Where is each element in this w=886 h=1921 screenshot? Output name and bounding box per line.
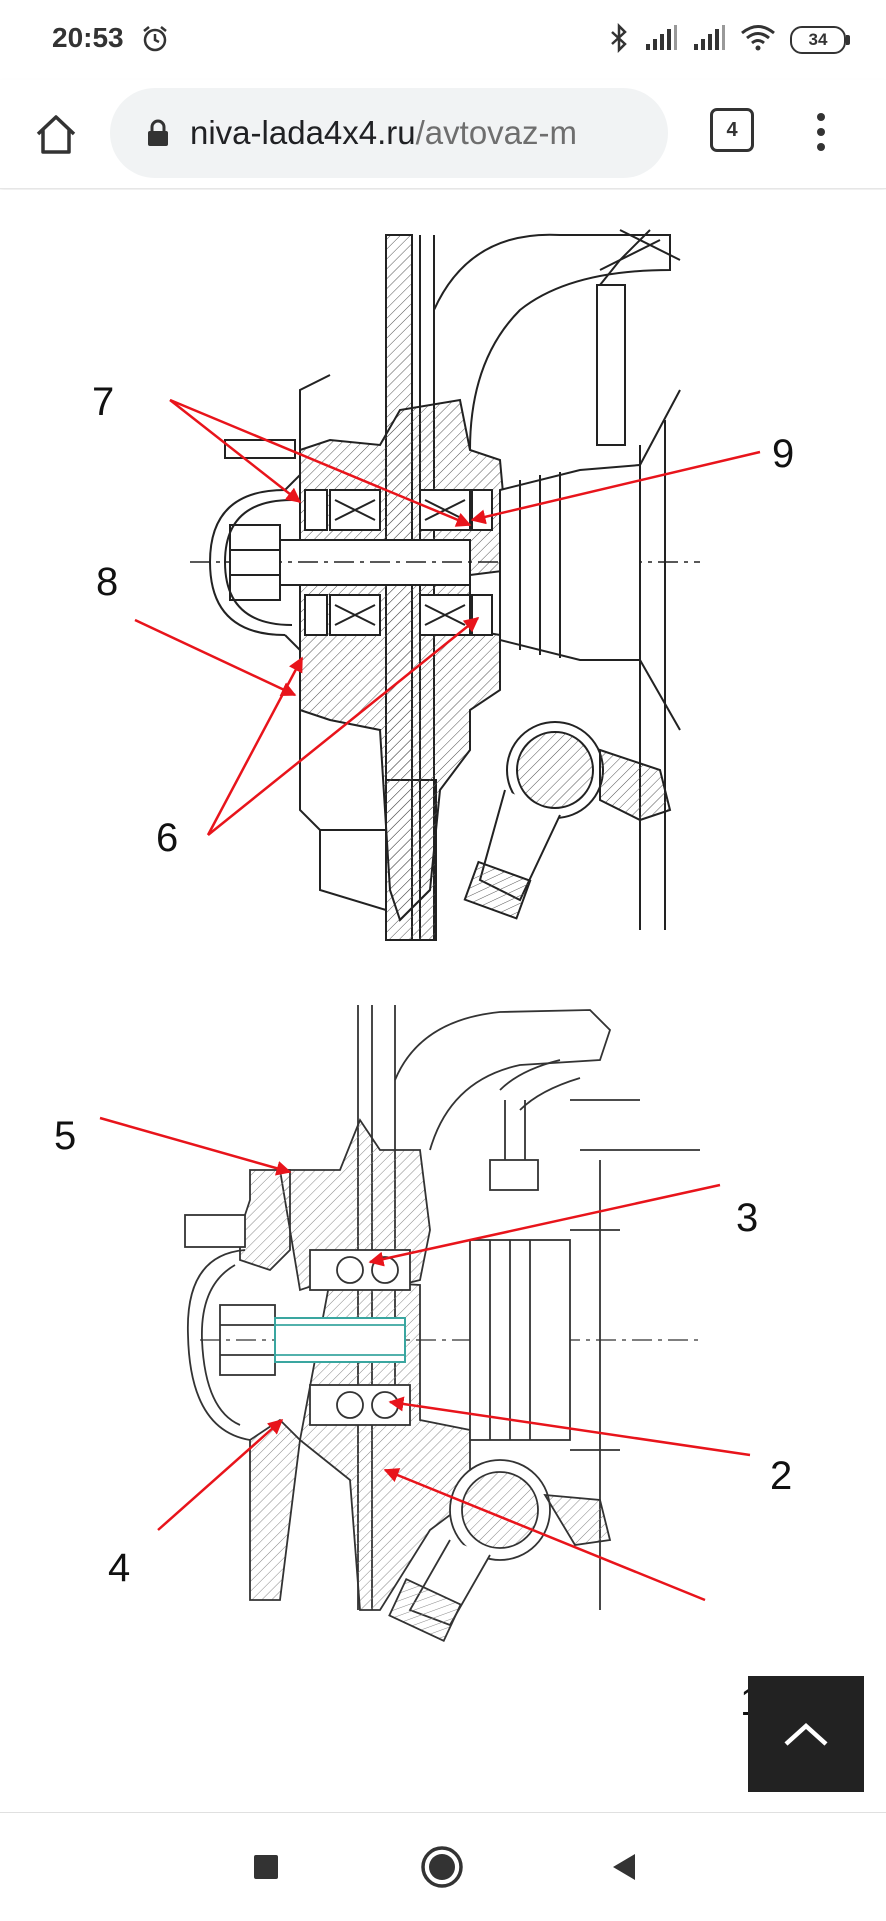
signal-icon <box>692 24 726 57</box>
circle-icon <box>421 1846 463 1888</box>
bluetooth-icon <box>608 22 630 58</box>
home-button[interactable] <box>26 104 86 164</box>
callout-2: 2 <box>770 1454 793 1498</box>
signal-icon <box>644 24 678 57</box>
status-time: 20:53 <box>52 22 124 53</box>
scroll-to-top-button[interactable] <box>748 1676 864 1792</box>
callout-4: 4 <box>108 1546 131 1590</box>
url-host: niva-lada4x4.ru <box>190 114 416 151</box>
back-button[interactable] <box>600 1843 648 1891</box>
url-path: /avtovaz-m <box>415 114 578 151</box>
home-nav-button[interactable] <box>418 1843 466 1891</box>
page-content: 7 9 8 6 <box>0 190 886 1808</box>
alarm-icon <box>140 24 170 59</box>
square-icon <box>254 1855 278 1879</box>
menu-dot <box>817 113 825 121</box>
callout-5: 5 <box>54 1114 77 1158</box>
chevron-up-icon <box>784 1722 828 1746</box>
menu-dot <box>817 128 825 136</box>
wifi-icon <box>740 24 776 57</box>
callout-8: 8 <box>96 560 119 604</box>
callout-3: 3 <box>736 1196 759 1240</box>
callout-7: 7 <box>92 380 115 424</box>
battery-level: 34 <box>808 30 828 49</box>
back-triangle-icon <box>613 1854 635 1880</box>
battery-icon: 34 <box>790 26 850 54</box>
system-navigation-bar <box>0 1812 886 1921</box>
lock-icon <box>146 118 170 148</box>
hub-diagram-bottom <box>99 1005 751 1643</box>
overflow-menu-button[interactable] <box>806 102 836 162</box>
url-text: niva-lada4x4.ru/avtovaz-m <box>190 114 577 152</box>
callout-9: 9 <box>772 432 795 476</box>
recents-button[interactable] <box>242 1843 290 1891</box>
callout-6: 6 <box>156 816 179 860</box>
hub-diagram-top <box>134 229 761 941</box>
tab-switcher-button[interactable]: 4 <box>710 108 754 152</box>
tab-count: 4 <box>726 118 738 141</box>
status-bar: 20:53 <box>0 0 886 80</box>
address-bar[interactable]: niva-lada4x4.ru/avtovaz-m <box>110 88 668 178</box>
menu-dot <box>817 143 825 151</box>
browser-toolbar: niva-lada4x4.ru/avtovaz-m 4 <box>0 80 886 189</box>
home-icon <box>36 115 76 154</box>
